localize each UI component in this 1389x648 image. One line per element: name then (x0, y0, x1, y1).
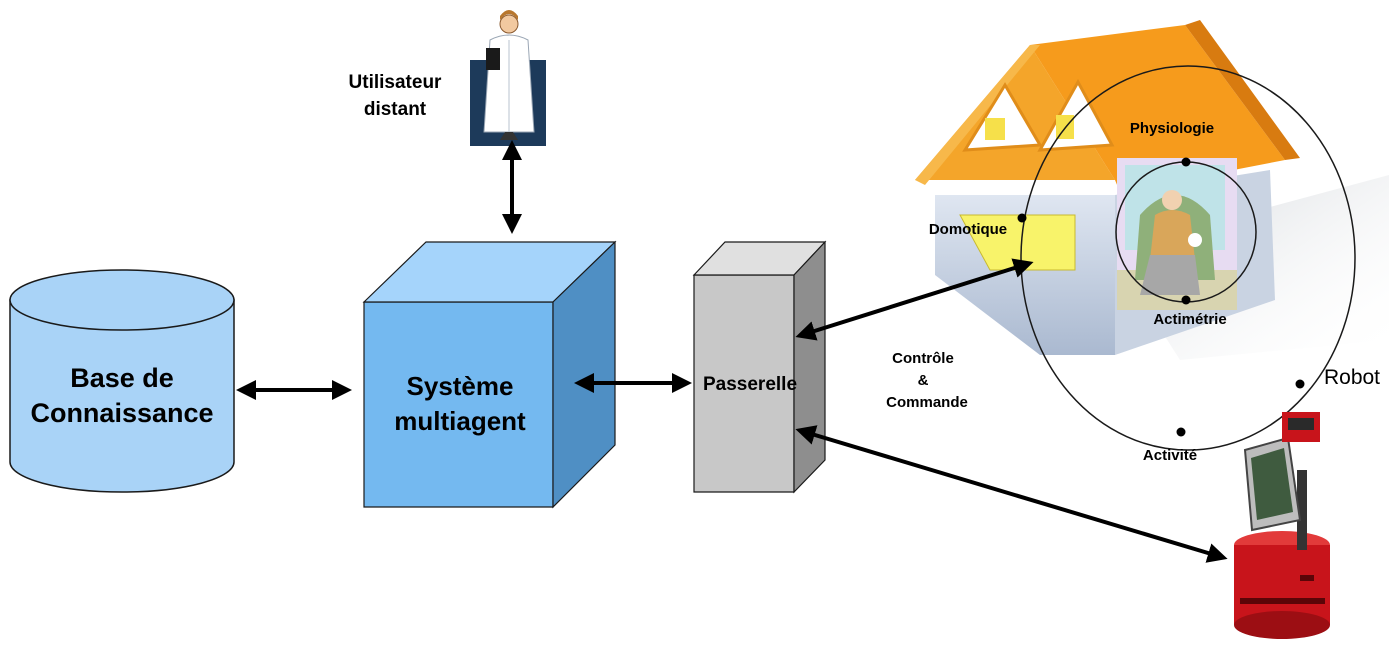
remote-user-label-line2: distant (364, 99, 427, 120)
remote-user-label-line1: Utilisateur (349, 72, 443, 93)
gateway-box: Passerelle (692, 240, 827, 494)
gateway-label: Passerelle (703, 374, 797, 395)
home-automation-dot (1017, 213, 1027, 223)
physiology-dot (1181, 157, 1191, 167)
control-label-line1: Contrôle (892, 350, 954, 367)
arrow-gateway-robot (795, 425, 1228, 563)
robot-label: Robot (1324, 366, 1380, 389)
smart-home-picture (915, 20, 1389, 360)
control-label-line3: Commande (886, 394, 968, 411)
actimetry-label: Actimétrie (1153, 311, 1226, 328)
arrow-gateway-house (795, 258, 1034, 341)
home-automation-label: Domotique (929, 221, 1007, 238)
control-label-line2: & (918, 372, 929, 389)
remote-user-doctor-picture (470, 10, 546, 146)
knowledge-base-label-line2: Connaissance (30, 398, 213, 428)
knowledge-base-cylinder: Base de Connaissance (9, 269, 235, 493)
multiagent-system-cube: Système multiagent (362, 240, 617, 509)
mas-label-line1: Système (407, 371, 514, 401)
mas-label-line2: multiagent (394, 406, 526, 436)
robot-picture (1234, 412, 1330, 639)
physiology-label: Physiologie (1130, 120, 1214, 137)
activity-label: Activité (1143, 447, 1197, 464)
activity-dot (1176, 427, 1186, 437)
knowledge-base-label-line1: Base de (70, 363, 174, 393)
actimetry-dot (1181, 295, 1191, 305)
robot-dot (1295, 379, 1305, 389)
